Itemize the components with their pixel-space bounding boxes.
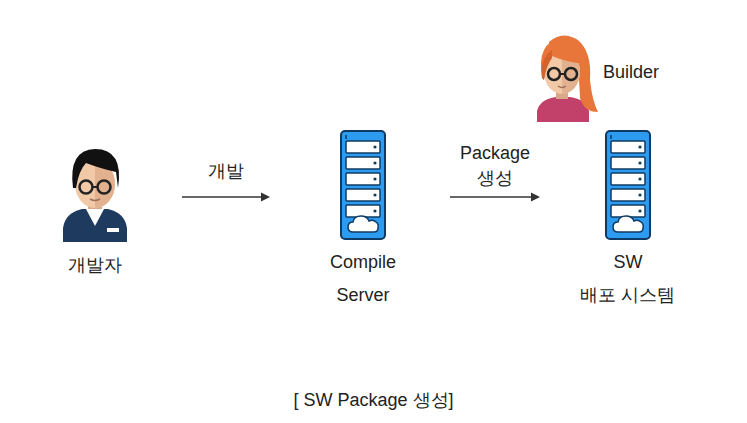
node-label: 개발자 [68, 253, 122, 277]
figure-caption: [ SW Package 생성] [0, 388, 747, 412]
person-node: 개발자 [55, 148, 135, 283]
server-node: Compile Server [320, 128, 406, 318]
server-icon [606, 131, 650, 239]
edge-label: 개발 [205, 159, 247, 183]
node-label: Builder [603, 60, 659, 84]
edge-label: Package 생성 [457, 141, 533, 191]
node-label: Compile Server [330, 246, 396, 312]
developer-avatar [63, 149, 127, 242]
server-icon [341, 131, 385, 239]
person-node: Builder [528, 33, 680, 125]
builder-avatar [537, 35, 598, 122]
arrow-connector [182, 193, 270, 202]
node-label: SW 배포 시스템 [580, 246, 675, 312]
arrow-connector [450, 193, 540, 202]
server-node: SW 배포 시스템 [576, 128, 680, 318]
